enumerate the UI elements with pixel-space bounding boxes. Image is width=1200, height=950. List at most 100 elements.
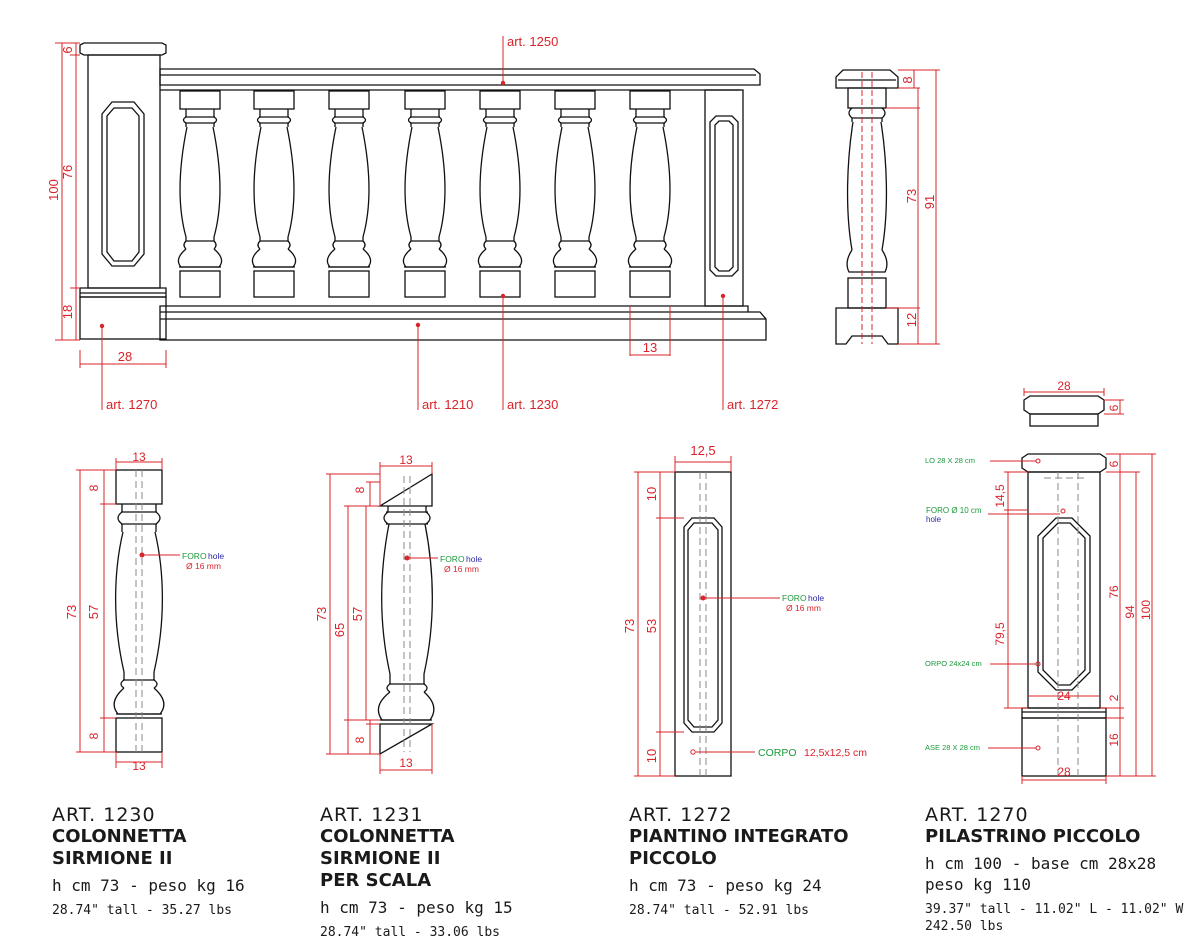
product-imperial-weight: 242.50 lbs <box>925 919 1004 934</box>
dim-57: 57 <box>86 605 101 619</box>
baluster <box>177 90 223 298</box>
dim-8-top: 8 <box>87 484 101 491</box>
dim-6: 6 <box>1107 460 1121 467</box>
label-diameter: Ø 16 mm <box>786 603 821 613</box>
dim-24: 24 <box>1057 689 1071 703</box>
dim-cap-28: 28 <box>1057 379 1071 393</box>
product-caption-1270: ART. 1270 PILASTRINO PICCOLO h cm 100 - … <box>925 804 1195 934</box>
dim-73: 73 <box>64 605 79 619</box>
label-foro: FORO <box>440 554 465 564</box>
product-spec: h cm 100 - base cm 28x28 <box>925 854 1157 873</box>
label-hole: hole <box>926 515 942 524</box>
product-caption-1231: ART. 1231 COLONNETTA SIRMIONE II PER SCA… <box>320 804 580 940</box>
dim-13: 13 <box>643 340 657 355</box>
baluster <box>326 90 372 298</box>
side-section: 8 73 91 12 <box>835 69 940 345</box>
detail-art-1272: FORO hole Ø 16 mm CORPO 12,5x12,5 cm 12,… <box>622 443 867 777</box>
dim-100: 100 <box>46 179 61 201</box>
dim-cap-6: 6 <box>1107 404 1121 411</box>
dim-65: 65 <box>332 623 347 637</box>
article-number: ART. 1272 <box>629 804 733 826</box>
dim-73: 73 <box>622 619 637 633</box>
label-diameter: Ø 16 mm <box>444 564 479 574</box>
left-pillar <box>79 42 167 340</box>
label-foro: FORO <box>182 551 207 561</box>
article-number: ART. 1270 <box>925 804 1029 826</box>
dim-10-top: 10 <box>644 487 659 501</box>
baluster <box>251 90 297 298</box>
integrated-post <box>704 89 744 307</box>
product-imperial: 28.74" tall - 33.06 lbs <box>320 925 501 940</box>
dim-12: 12 <box>904 313 919 327</box>
dim-28: 28 <box>1057 765 1071 779</box>
product-imperial: 39.37" tall - 11.02" L - 11.02" W <box>925 902 1184 917</box>
product-spec: h cm 73 - peso kg 24 <box>629 876 822 895</box>
product-spec-weight: peso kg 110 <box>925 875 1031 894</box>
product-spec: h cm 73 - peso kg 16 <box>52 876 245 895</box>
product-name: COLONNETTA SIRMIONE II <box>52 826 187 869</box>
dim-76: 76 <box>1107 585 1121 599</box>
product-imperial: 28.74" tall - 52.91 lbs <box>629 903 810 918</box>
baluster <box>627 90 673 298</box>
label-cap: LO 28 X 28 cm <box>925 456 975 465</box>
balustrade-elevation: art. 1250 art. 1270 art. 1210 art. 1230 … <box>46 34 778 412</box>
product-imperial: 28.74" tall - 35.27 lbs <box>52 903 233 918</box>
dim-16: 16 <box>1107 733 1121 747</box>
dim-12-5: 12,5 <box>690 443 715 458</box>
detail-art-1270: 28 6 LO 28 X 28 cm FORO Ø 10 cm hole ORP… <box>925 379 1156 784</box>
dim-13-bottom: 13 <box>132 759 146 773</box>
dim-2: 2 <box>1107 694 1121 701</box>
label-corpo-size: 12,5x12,5 cm <box>804 747 867 759</box>
label-foro: FORO <box>782 593 807 603</box>
article-number: ART. 1230 <box>52 804 156 826</box>
dim-100: 100 <box>1139 600 1153 620</box>
dim-73: 73 <box>314 607 329 621</box>
dim-14-5: 14,5 <box>993 484 1007 508</box>
label-hole: hole <box>466 554 482 564</box>
dim-8: 8 <box>900 76 915 83</box>
dim-6: 6 <box>60 46 75 53</box>
dim-13-top: 13 <box>132 450 146 464</box>
label-corpo: ORPO 24x24 cm <box>925 659 982 668</box>
dim-79-5: 79,5 <box>993 622 1007 646</box>
dim-8-bottom: 8 <box>353 736 367 743</box>
label-foro: FORO Ø 10 cm <box>926 506 982 515</box>
dim-94: 94 <box>1123 605 1137 619</box>
dim-13-bottom: 13 <box>399 756 413 770</box>
callout-art-1230: art. 1230 <box>507 397 558 412</box>
callout-art-1270: art. 1270 <box>106 397 157 412</box>
article-number: ART. 1231 <box>320 804 424 826</box>
dim-91: 91 <box>922 195 937 209</box>
product-spec: h cm 73 - peso kg 15 <box>320 898 513 917</box>
dim-18: 18 <box>60 305 75 319</box>
bottom-rail <box>159 305 767 341</box>
product-name: PILASTRINO PICCOLO <box>925 826 1141 847</box>
dim-13-top: 13 <box>399 453 413 467</box>
baluster <box>477 90 523 298</box>
baluster <box>402 90 448 298</box>
dim-10-bottom: 10 <box>644 749 659 763</box>
product-name: PIANTINO INTEGRATO PICCOLO <box>629 826 849 869</box>
label-hole: hole <box>808 593 824 603</box>
dim-73: 73 <box>904 189 919 203</box>
product-name: COLONNETTA SIRMIONE II PER SCALA <box>320 826 455 891</box>
label-hole: hole <box>208 551 224 561</box>
detail-art-1231: FORO hole Ø 16 mm 13 13 8 73 65 57 8 <box>314 453 482 774</box>
callout-art-1250: art. 1250 <box>507 34 558 49</box>
top-rail <box>159 68 761 86</box>
dim-76: 76 <box>60 165 75 179</box>
dim-8-top: 8 <box>353 486 367 493</box>
label-base: ASE 28 X 28 cm <box>925 743 980 752</box>
callout-art-1272: art. 1272 <box>727 397 778 412</box>
dim-8-bottom: 8 <box>87 732 101 739</box>
dim-28: 28 <box>118 349 132 364</box>
label-diameter: Ø 16 mm <box>186 561 221 571</box>
product-caption-1230: ART. 1230 COLONNETTA SIRMIONE II h cm 73… <box>52 804 292 918</box>
dim-57: 57 <box>350 607 365 621</box>
detail-art-1230: FORO hole Ø 16 mm 13 13 8 73 57 8 <box>64 450 224 773</box>
product-caption-1272: ART. 1272 PIANTINO INTEGRATO PICCOLO h c… <box>629 804 909 918</box>
baluster <box>552 90 598 298</box>
label-corpo: CORPO <box>758 747 797 759</box>
dim-53: 53 <box>644 619 659 633</box>
